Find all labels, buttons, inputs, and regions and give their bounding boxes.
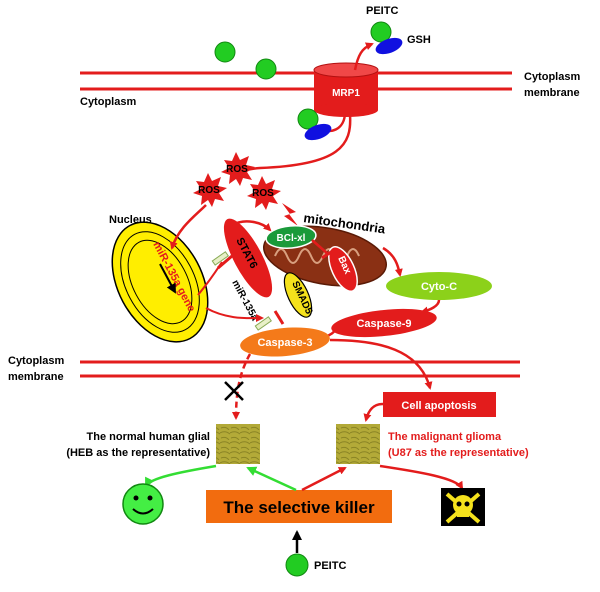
bclxl-inhibits-bax xyxy=(311,239,329,255)
ros-label-1: ROS xyxy=(226,164,248,175)
bclxl-protein: BCl-xl xyxy=(265,225,317,249)
cytoplasm-membrane-bottom-label-1: Cytoplasm xyxy=(8,355,64,367)
ros-to-nucleus-arrow xyxy=(169,204,207,250)
mir135a-inhibits-stat6 xyxy=(217,254,233,270)
stat6-to-bclxl-arrow xyxy=(231,220,272,232)
smiley-face-icon xyxy=(122,483,164,525)
caspase9-label: Caspase-9 xyxy=(356,318,411,330)
caspase3-protein: Caspase-3 xyxy=(240,327,330,357)
cell-apoptosis-label: Cell apoptosis xyxy=(401,400,476,412)
ros-burst-icon xyxy=(193,152,281,210)
peitc-bottom-label: PEITC xyxy=(314,560,346,572)
caspase3-to-normal-blocked-arrow xyxy=(232,353,252,420)
cytoplasm-membrane-top-label-1: Cytoplasm xyxy=(524,71,580,83)
cytoc-protein: Cyto-C xyxy=(386,272,492,300)
cell-apoptosis-box: Cell apoptosis xyxy=(383,392,496,417)
killer-to-glioma-arrow xyxy=(301,466,347,492)
normal-glial-cell-image xyxy=(216,424,260,464)
nucleus-label: Nucleus xyxy=(109,214,152,226)
mir135a-inhibitor-icon xyxy=(211,251,272,331)
cytoc-to-caspase9-arrow xyxy=(420,299,441,315)
gsh-molecule-icon xyxy=(304,37,403,141)
peitc-bottom-molecule-icon xyxy=(285,553,309,577)
ros-label-2: ROS xyxy=(198,185,220,196)
mir135a-to-smad5-path xyxy=(205,307,264,323)
top-membrane xyxy=(80,71,512,91)
block-cross-icon xyxy=(224,381,244,401)
peitc-top-label: PEITC xyxy=(366,5,398,17)
selective-killer-box: The selective killer xyxy=(206,490,392,523)
bclxl-block-bar xyxy=(321,248,335,260)
cytoc-label: Cyto-C xyxy=(421,281,457,293)
normal-glial-label-1: The normal human glial xyxy=(87,431,210,443)
normal-to-healthy-arrow xyxy=(144,464,217,488)
caspase9-protein: Caspase-9 xyxy=(331,308,437,338)
selective-killer-label: The selective killer xyxy=(223,498,375,517)
cytoplasm-membrane-bottom-label-2: membrane xyxy=(8,371,64,383)
peitc-molecule-icon xyxy=(214,21,392,130)
killer-to-normal-arrow xyxy=(246,466,297,492)
caspase3-label: Caspase-3 xyxy=(257,337,312,349)
cytoplasm-membrane-top-label-2: membrane xyxy=(524,87,580,99)
mrp1-transporter: MRP1 xyxy=(313,62,379,117)
normal-glial-label-2: (HEB as the representative) xyxy=(66,447,210,459)
ros-hit-bolt-icon xyxy=(282,203,298,226)
malignant-glioma-label-1: The malignant glioma xyxy=(388,431,502,443)
caspase3-to-apoptosis-arrow xyxy=(329,338,433,390)
gsh-label: GSH xyxy=(407,34,431,46)
bottom-membrane xyxy=(80,360,520,378)
malignant-glioma-label-2: (U87 as the representative) xyxy=(388,447,529,459)
nucleus xyxy=(111,221,209,343)
cytoplasm-top-label: Cytoplasm xyxy=(80,96,136,108)
mrp1-label: MRP1 xyxy=(332,88,360,99)
skull-crossbones-icon xyxy=(441,488,485,526)
glioma-to-death-arrow xyxy=(379,464,464,490)
mrp1-to-ros-arrow xyxy=(236,114,352,180)
mito-to-cytoc-arrow xyxy=(382,246,403,277)
apoptosis-to-glioma-arrow xyxy=(363,402,384,422)
mir135a-inhibits-smad5 xyxy=(273,310,285,325)
ros-label-3: ROS xyxy=(252,188,274,199)
gene-transcription-arrow xyxy=(159,263,176,294)
mrp1-efflux-arrow xyxy=(353,42,374,71)
malignant-glioma-cell-image xyxy=(336,424,380,464)
bclxl-label: BCl-xl xyxy=(277,233,306,244)
bax-protein: Bax xyxy=(328,246,358,292)
